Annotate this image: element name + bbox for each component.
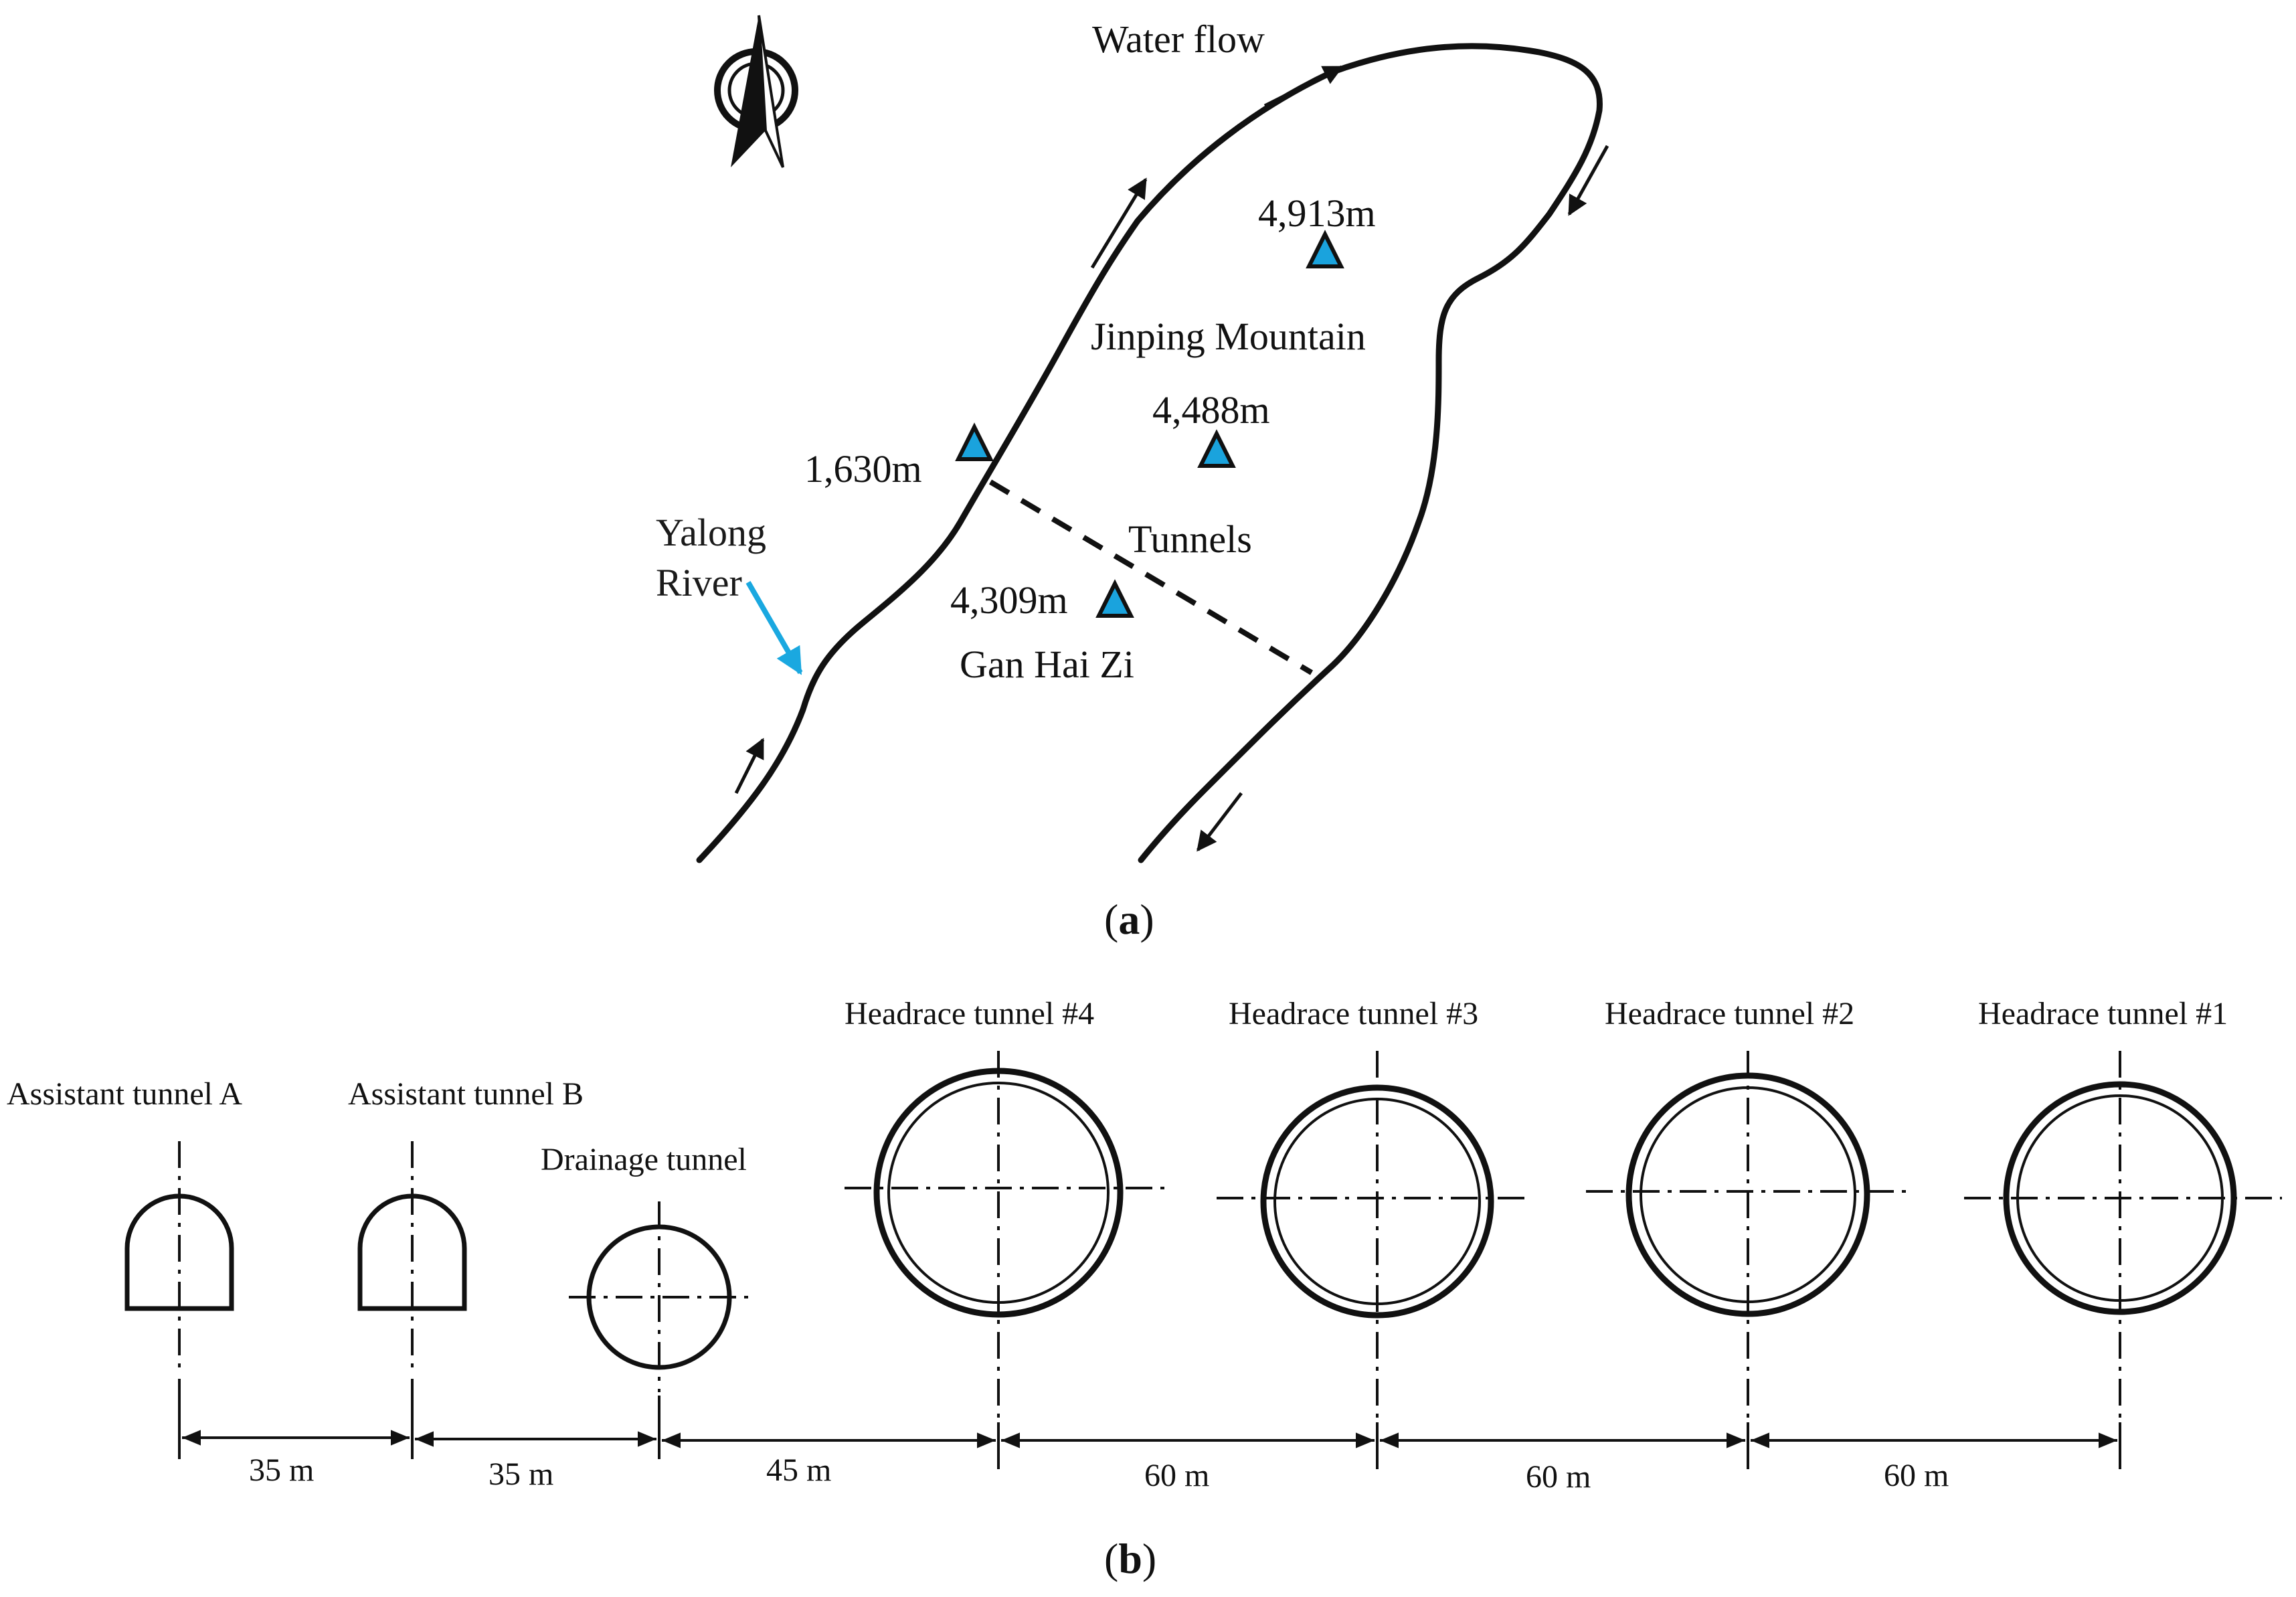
peak-1630-label: 1,630m	[804, 447, 922, 491]
tunnels-label: Tunnels	[1128, 517, 1252, 561]
dimension-lines	[182, 1430, 2117, 1448]
north-arrow-icon	[714, 15, 798, 168]
headrace-tunnel-1-section	[1964, 1051, 2282, 1422]
assistant-tunnel-a-section	[124, 1141, 234, 1375]
spacing-label: 60 m	[1884, 1458, 1949, 1493]
gan-hai-zi-label: Gan Hai Zi	[960, 643, 1134, 686]
tunnel-label-headrace-1: Headrace tunnel #1	[1978, 996, 2228, 1031]
peak-1630-icon	[955, 422, 994, 461]
river-pointer-arrow	[745, 580, 803, 675]
tunnel-label-drainage: Drainage tunnel	[541, 1142, 747, 1177]
spacing-label: 35 m	[489, 1456, 553, 1492]
peak-4488-label: 4,488m	[1152, 388, 1270, 432]
spacing-label: 60 m	[1526, 1459, 1591, 1495]
tunnel-label-headrace-4: Headrace tunnel #4	[845, 996, 1094, 1031]
peak-4309-icon	[1095, 579, 1134, 618]
flow-arrow-icon	[1197, 792, 1243, 852]
headrace-tunnel-3-section	[1217, 1051, 1532, 1422]
spacing-label: 60 m	[1144, 1458, 1209, 1493]
panel-b-sections: Assistant tunnel A Assistant tunnel B Dr…	[7, 996, 2282, 1582]
spacing-label: 45 m	[766, 1452, 831, 1488]
river-label-line1: Yalong	[656, 511, 766, 554]
tunnel-label-headrace-2: Headrace tunnel #2	[1605, 996, 1854, 1031]
water-flow-label: Water flow	[1092, 17, 1265, 61]
drainage-tunnel-section	[569, 1201, 749, 1392]
peak-markers	[955, 230, 1344, 618]
peak-4488-icon	[1197, 429, 1236, 468]
panel-b-caption: (b)	[1104, 1535, 1156, 1582]
tunnel-label-assistant-a: Assistant tunnel A	[7, 1076, 242, 1112]
mountain-label: Jinping Mountain	[1091, 315, 1366, 358]
assistant-tunnel-b-section	[357, 1141, 467, 1375]
flow-arrow-icon	[1263, 65, 1344, 108]
flow-arrow-icon	[1090, 177, 1148, 269]
peak-4309-label: 4,309m	[950, 578, 1068, 622]
tunnel-label-headrace-3: Headrace tunnel #3	[1229, 996, 1478, 1031]
flow-arrows	[734, 65, 1609, 852]
headrace-tunnel-2-section	[1586, 1051, 1911, 1422]
spacing-label: 35 m	[249, 1452, 314, 1488]
flow-arrow-icon	[1567, 145, 1609, 216]
panel-a-caption: (a)	[1104, 896, 1154, 943]
tunnel-label-assistant-b: Assistant tunnel B	[348, 1076, 584, 1112]
panel-a-map: Water flow 4,913m Jinping Mountain 4,488…	[656, 15, 1609, 943]
peak-4913-label: 4,913m	[1258, 191, 1376, 235]
flow-arrow-icon	[734, 738, 765, 794]
peak-4913-icon	[1306, 230, 1344, 268]
river-label-line2: River	[656, 561, 742, 604]
dimension-ticks	[178, 1379, 2121, 1469]
river-bank-west	[696, 43, 1603, 863]
tunnels-line	[988, 479, 1314, 675]
headrace-tunnel-4-section	[845, 1051, 1168, 1422]
